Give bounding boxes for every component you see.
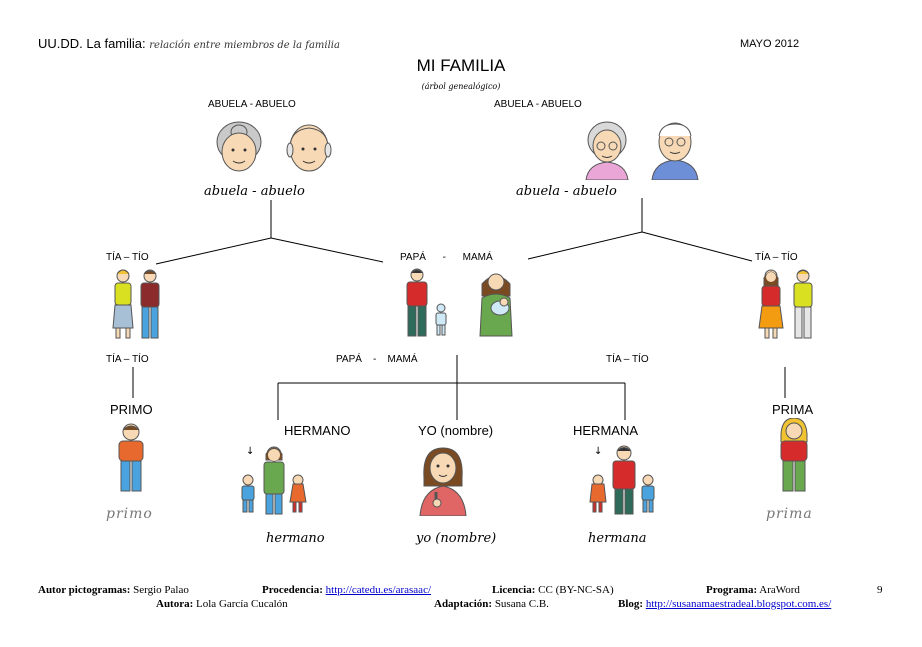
footer-licencia-label: Licencia: [492, 584, 536, 596]
footer-autora-label: Autora: [156, 598, 194, 610]
footer-autor: Autor pictogramas: Sergio Palao [38, 584, 189, 596]
aunt-uncle-right-label: TÍA – TÍO [755, 252, 798, 263]
footer-adaptacion: Adaptación: Susana C.B. [434, 598, 549, 610]
footer-licencia: Licencia: CC (BY-NC-SA) [492, 584, 614, 596]
svg-text:↓: ↓ [246, 446, 254, 457]
procedencia-link[interactable]: http://catedu.es/arasaac/ [325, 584, 432, 596]
page-number: 9 [877, 584, 883, 596]
parents-icon [406, 268, 513, 337]
aunt-uncle-left-icon [112, 269, 160, 339]
unit-header: UU.DD. La familia: relación entre miembr… [38, 36, 340, 51]
parents-label: PAPÁ - MAMÁ [400, 252, 493, 263]
footer-programa-value: AraWord [759, 584, 800, 596]
grandfather-right-icon [651, 122, 699, 180]
unit-prefix: UU.DD. La familia: [38, 36, 146, 51]
footer-adaptacion-value: Susana C.B. [494, 598, 549, 610]
footer-autor-value: Sergio Palao [133, 584, 189, 596]
footer-autora: Autora: Lola García Cucalón [156, 598, 288, 610]
blog-link[interactable]: http://susanamaestradeal.blogspot.com.es… [645, 598, 832, 610]
hermano-caption: hermano [266, 531, 325, 546]
footer-autor-label: Autor pictogramas: [38, 584, 131, 596]
prima-icon [780, 418, 808, 492]
grandparents-right-caption: abuela - abuelo [516, 184, 617, 199]
yo-label: YO (nombre) [418, 423, 494, 438]
grandparents-right-label: ABUELA - ABUELO [494, 99, 582, 110]
yo-caption: yo (nombre) [416, 531, 497, 546]
grandfather-left-icon [286, 124, 332, 172]
grandmother-right-icon [585, 121, 629, 180]
footer-blog-label: Blog: [618, 598, 644, 610]
primo-label: PRIMO [110, 402, 153, 417]
grandmother-left-icon [216, 121, 262, 172]
svg-text:↓: ↓ [594, 446, 602, 457]
footer-procedencia-label: Procedencia: [262, 584, 323, 596]
footer-procedencia: Procedencia: http://catedu.es/arasaac/ [262, 584, 431, 596]
hermano-icon: ↓ [241, 446, 307, 515]
footer-programa-label: Programa: [706, 584, 758, 596]
footer-programa: Programa: AraWord [706, 584, 800, 596]
prima-label: PRIMA [772, 402, 814, 417]
unit-subtitle: relación entre miembros de la familia [149, 40, 340, 51]
page-subtitle: (árbol genealógico) [421, 82, 501, 91]
prima-caption: prima [766, 506, 813, 522]
footer-adaptacion-label: Adaptación: [434, 598, 493, 610]
grandparents-left-caption: abuela - abuelo [204, 184, 305, 199]
grandparents-left-label: ABUELA - ABUELO [208, 99, 296, 110]
aunt-uncle-lower-right-label: TÍA – TÍO [606, 354, 649, 365]
aunt-uncle-left-label: TÍA – TÍO [106, 252, 149, 263]
primo-icon [118, 423, 144, 492]
parents-lower-label: PAPÁ - MAMÁ [336, 354, 418, 365]
aunt-uncle-right-icon [758, 269, 813, 339]
yo-icon [419, 447, 467, 516]
hermano-label: HERMANO [284, 423, 351, 438]
footer-autora-value: Lola García Cucalón [196, 598, 288, 610]
aunt-uncle-lower-left-label: TÍA – TÍO [106, 354, 149, 365]
hermana-icon: ↓ [589, 445, 655, 515]
page-title: MI FAMILIA [416, 56, 506, 75]
date-label: MAYO 2012 [740, 38, 800, 50]
primo-caption: primo [106, 506, 153, 522]
footer-licencia-value: CC (BY-NC-SA) [538, 584, 614, 596]
hermana-caption: hermana [588, 531, 647, 546]
footer-blog: Blog: http://susanamaestradeal.blogspot.… [618, 598, 831, 610]
hermana-label: HERMANA [573, 423, 639, 438]
